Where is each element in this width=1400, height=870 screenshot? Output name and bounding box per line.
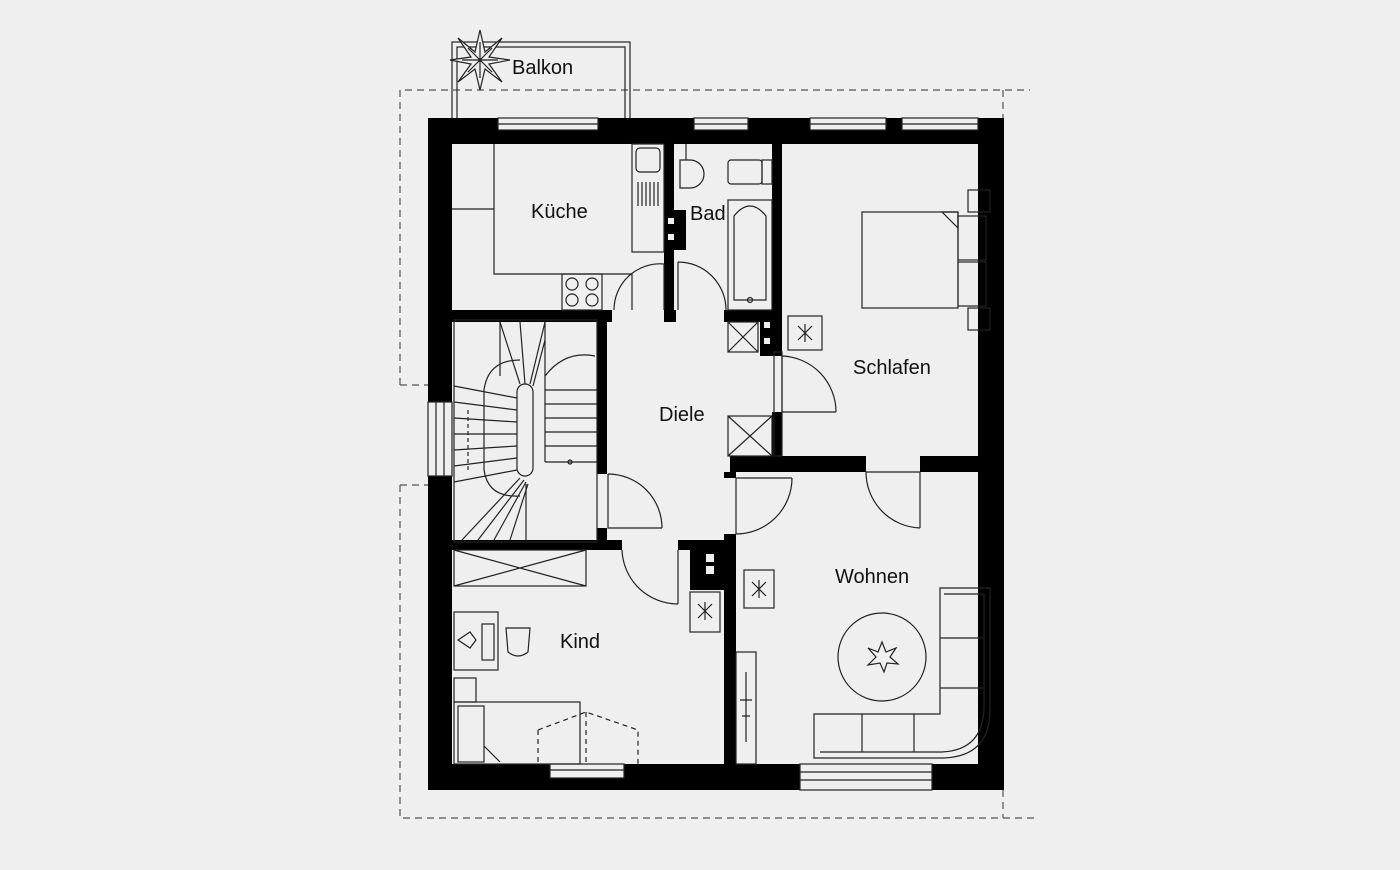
desk-icon: [453, 611, 639, 765]
label-child: Kind: [560, 631, 600, 653]
round-table-icon: [837, 612, 927, 702]
kitchen-counter: [452, 143, 665, 311]
vent-square: [787, 315, 823, 351]
sofa-icon: [813, 587, 991, 759]
door-swings: [607, 261, 921, 605]
label-kitchen: Küche: [531, 201, 588, 223]
label-hall: Diele: [659, 404, 705, 426]
bathtub-icon: [727, 199, 773, 311]
hall-shafts: [727, 321, 783, 457]
bed-icon: [861, 189, 991, 331]
cabinet: [735, 651, 757, 765]
label-bedroom: Schlafen: [853, 357, 931, 379]
sink-icon: [635, 147, 661, 206]
windows: [427, 117, 979, 791]
outer-dashed-outline: [399, 89, 1035, 819]
shaft-squares: [668, 218, 770, 574]
wardrobe: [453, 549, 587, 587]
room-labels: Balkon Küche Bad Schlafen Diele Wohnen K…: [512, 57, 931, 653]
label-bath: Bad: [690, 203, 726, 225]
child-shaft: [689, 591, 721, 633]
plant-icon: [449, 29, 511, 91]
living-shaft: [743, 569, 775, 609]
staircase-icon: [453, 319, 598, 543]
stove-icon: [565, 277, 599, 307]
bath-fixtures: [679, 144, 773, 189]
label-balcony: Balkon: [512, 57, 573, 79]
label-living: Wohnen: [835, 566, 909, 588]
